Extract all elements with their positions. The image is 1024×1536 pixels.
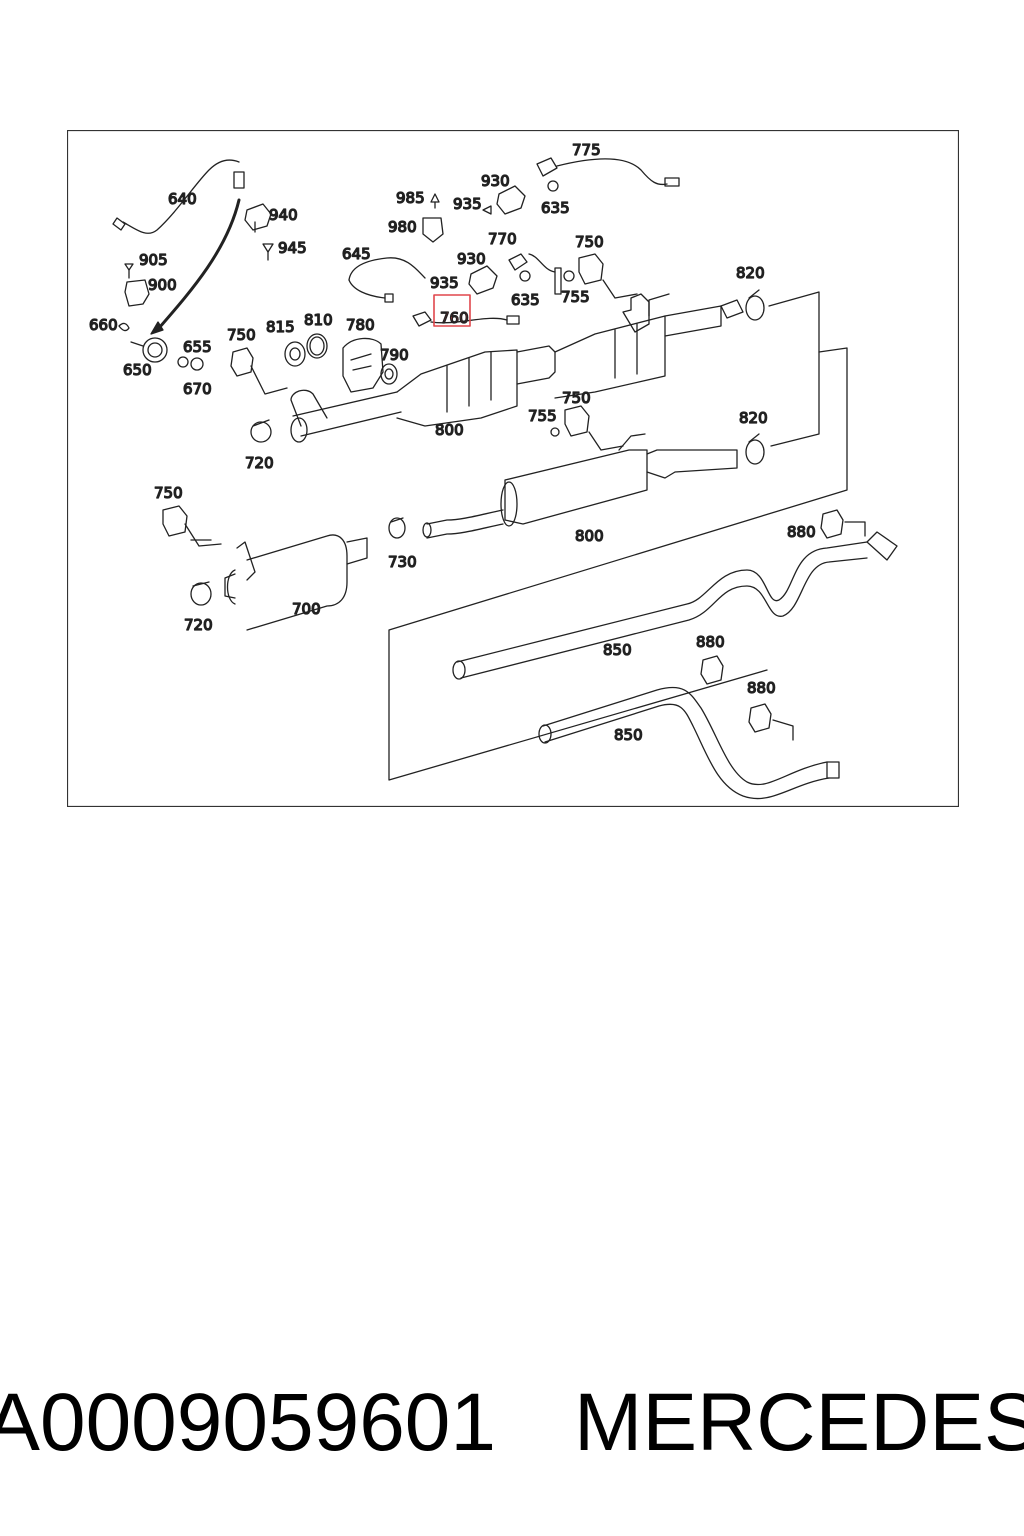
bracket-930-mid bbox=[468, 265, 498, 295]
sensor-cable-640 bbox=[112, 159, 245, 234]
hanger-750-d bbox=[162, 505, 222, 547]
exhaust-system-diagram: 775 930 985 935 635 640 940 980 945 770 … bbox=[67, 130, 959, 807]
hanger-880-b bbox=[700, 655, 724, 685]
hanger-750-b bbox=[578, 253, 638, 299]
label-755-top: 755 bbox=[561, 288, 590, 306]
bolt-945 bbox=[262, 243, 274, 261]
hanger-880-a bbox=[820, 509, 866, 539]
hanger-880-c bbox=[748, 703, 794, 741]
clamp-820-b bbox=[745, 433, 765, 465]
label-750-mid: 750 bbox=[562, 389, 591, 407]
part-labels: 775 930 985 935 635 640 940 980 945 770 … bbox=[88, 140, 816, 744]
leader-bracket-lower bbox=[388, 347, 848, 781]
tail-pipe-850-a bbox=[452, 531, 898, 680]
clamp-820-a bbox=[745, 289, 765, 321]
label-640: 640 bbox=[168, 190, 197, 208]
sensor-cable-645 bbox=[348, 257, 426, 303]
hanger-750-a bbox=[230, 347, 288, 395]
part-number: A0009059601 bbox=[0, 1377, 497, 1468]
ring-810 bbox=[306, 333, 328, 359]
nut-635-top bbox=[547, 180, 559, 192]
label-930-top: 930 bbox=[481, 172, 510, 190]
nut-635-mid bbox=[519, 270, 531, 282]
bolt-935-top bbox=[482, 205, 492, 215]
label-815: 815 bbox=[266, 318, 295, 336]
clamp-720-b bbox=[190, 581, 212, 606]
label-780: 780 bbox=[346, 316, 375, 334]
sensor-650 bbox=[130, 337, 168, 363]
damper-790 bbox=[380, 363, 398, 385]
grommet-815 bbox=[284, 341, 306, 367]
washer-655 bbox=[177, 356, 189, 368]
label-700: 700 bbox=[292, 600, 321, 618]
center-muffler-800 bbox=[422, 433, 738, 539]
brand-name: MERCEDES bbox=[574, 1377, 1024, 1468]
label-720-lower: 720 bbox=[184, 616, 213, 634]
diagram-border bbox=[67, 130, 959, 807]
label-930-mid: 930 bbox=[457, 250, 486, 268]
heat-shield-780 bbox=[342, 337, 384, 393]
highlight-box-760 bbox=[433, 294, 471, 327]
leader-bracket-right bbox=[768, 291, 820, 447]
label-730: 730 bbox=[388, 553, 417, 571]
label-775: 775 bbox=[572, 141, 601, 159]
bracket-980 bbox=[422, 217, 444, 243]
sensor-arrow bbox=[150, 198, 241, 335]
label-820-top: 820 bbox=[736, 264, 765, 282]
bolt-985 bbox=[430, 193, 440, 209]
label-750-top: 750 bbox=[575, 233, 604, 251]
bracket-900 bbox=[124, 279, 150, 307]
label-760: 760 bbox=[440, 309, 469, 327]
sensor-760 bbox=[412, 311, 520, 327]
label-820-mid: 820 bbox=[739, 409, 768, 427]
sensor-775 bbox=[536, 157, 680, 187]
label-850-upper: 850 bbox=[603, 641, 632, 659]
bracket-940 bbox=[244, 203, 272, 233]
label-720-upper: 720 bbox=[245, 454, 274, 472]
label-935-mid: 935 bbox=[430, 274, 459, 292]
label-750-lower: 750 bbox=[154, 484, 183, 502]
label-750-left: 750 bbox=[227, 326, 256, 344]
label-645: 645 bbox=[342, 245, 371, 263]
front-converter-800 bbox=[290, 293, 744, 443]
sensor-770 bbox=[508, 253, 562, 295]
clip-660 bbox=[118, 322, 130, 332]
label-770: 770 bbox=[488, 230, 517, 248]
label-800-lower: 800 bbox=[575, 527, 604, 545]
nut-670 bbox=[190, 357, 204, 371]
label-985: 985 bbox=[396, 189, 425, 207]
label-850-lower: 850 bbox=[614, 726, 643, 744]
label-790: 790 bbox=[380, 346, 409, 364]
washer-755-top bbox=[563, 270, 575, 282]
hanger-750-c bbox=[564, 405, 624, 451]
clamp-720-a bbox=[250, 419, 272, 443]
label-905: 905 bbox=[139, 251, 168, 269]
label-635-mid: 635 bbox=[511, 291, 540, 309]
label-940: 940 bbox=[269, 206, 298, 224]
label-900: 900 bbox=[148, 276, 177, 294]
label-945: 945 bbox=[278, 239, 307, 257]
tail-pipe-850-b bbox=[538, 686, 840, 800]
clamp-730 bbox=[388, 517, 406, 539]
label-880-upper: 880 bbox=[787, 523, 816, 541]
label-655: 655 bbox=[183, 338, 212, 356]
bracket-930-top bbox=[496, 185, 526, 215]
label-800-upper: 800 bbox=[435, 421, 464, 439]
label-935-top: 935 bbox=[453, 195, 482, 213]
rear-muffler-700 bbox=[190, 534, 368, 631]
label-880-mid: 880 bbox=[696, 633, 725, 651]
label-670: 670 bbox=[183, 380, 212, 398]
washer-755-mid bbox=[550, 427, 560, 437]
label-660: 660 bbox=[89, 316, 118, 334]
label-880-lower: 880 bbox=[747, 679, 776, 697]
label-650: 650 bbox=[123, 361, 152, 379]
bolt-905 bbox=[124, 263, 134, 279]
label-980: 980 bbox=[388, 218, 417, 236]
label-810: 810 bbox=[304, 311, 333, 329]
part-caption: A0009059601 MERCEDES bbox=[0, 1368, 1024, 1478]
label-755-mid: 755 bbox=[528, 407, 557, 425]
label-635-top: 635 bbox=[541, 199, 570, 217]
